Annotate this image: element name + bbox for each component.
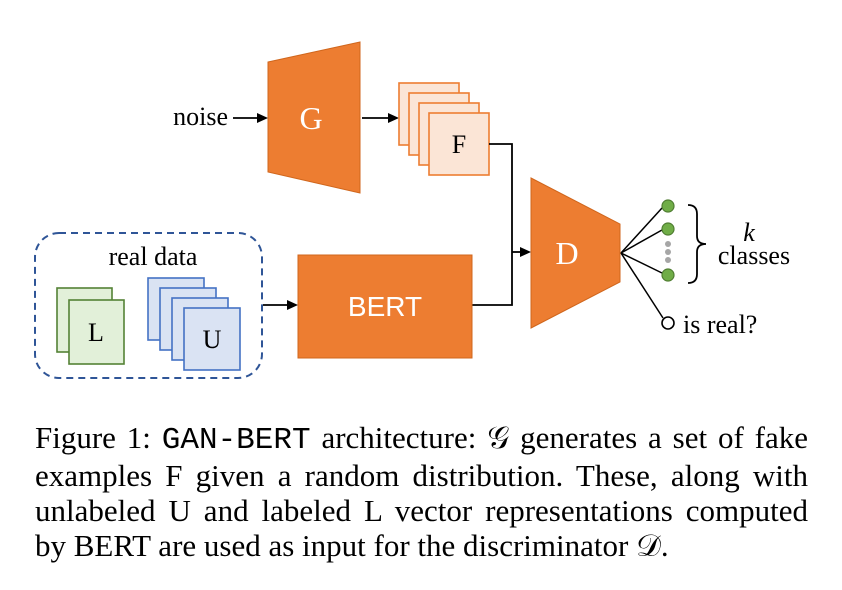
is-real-output-node <box>661 316 675 330</box>
caption-text: architecture: <box>310 420 488 455</box>
figure-caption: Figure 1: GAN-BERT architecture: 𝒢 gener… <box>35 420 808 564</box>
class-output-node <box>661 268 675 282</box>
classes-k-label: k <box>743 218 755 247</box>
output-connector <box>620 207 663 254</box>
caption-text: by BERT are used as input for the discri… <box>35 528 637 563</box>
generator-to-fake-arrowhead <box>388 113 399 123</box>
real-data-to-bert-arrowhead <box>287 300 298 310</box>
fake-and-bert-connector <box>472 143 513 306</box>
caption-line: unlabeled U and labeled L vector represe… <box>35 493 808 528</box>
output-connector <box>620 229 663 254</box>
real-data-box <box>34 232 263 379</box>
gan-bert-diagram: noise G F D k classes is real? real data… <box>34 41 790 379</box>
labeled-card <box>68 299 125 365</box>
generator-label: G <box>299 100 322 136</box>
to-discriminator-arrowhead <box>520 247 531 257</box>
output-connector <box>620 252 664 319</box>
caption-model-name: GAN-BERT <box>161 423 311 458</box>
caption-text: examples F given a random distribution. … <box>35 458 808 493</box>
classes-label: classes <box>718 241 790 270</box>
caption-line: by BERT are used as input for the discri… <box>35 528 808 564</box>
unlabeled-card <box>183 307 241 371</box>
ellipsis-dot <box>665 241 671 247</box>
labeled-label: L <box>88 318 104 347</box>
caption-text: generates a set of fake <box>509 420 808 455</box>
class-output-node <box>661 199 675 213</box>
unlabeled-stack: U <box>147 277 241 371</box>
discriminator-label: D <box>555 235 578 271</box>
caption-line: examples F given a random distribution. … <box>35 458 808 493</box>
caption-figure-number: Figure 1: <box>35 420 162 455</box>
caption-line: Figure 1: GAN-BERT architecture: 𝒢 gener… <box>35 420 808 458</box>
bert-label: BERT <box>348 291 422 322</box>
generator-shape <box>267 41 361 194</box>
is-real-label: is real? <box>683 310 757 339</box>
labeled-stack: L <box>56 287 125 365</box>
noise-label: noise <box>173 102 228 131</box>
class-output-node <box>661 222 675 236</box>
classes-brace <box>687 204 707 284</box>
fake-samples-label: F <box>452 130 466 159</box>
caption-discriminator-symbol: 𝒟 <box>636 528 661 564</box>
discriminator-shape <box>530 177 621 329</box>
bert-block <box>297 254 473 359</box>
ellipsis-dot <box>665 257 671 263</box>
noise-to-generator-arrowhead <box>257 113 268 123</box>
ellipsis-dot <box>665 249 671 255</box>
caption-text: unlabeled U and labeled L vector represe… <box>35 493 808 528</box>
real-data-label: real data <box>109 242 198 271</box>
caption-text: . <box>660 528 669 563</box>
fake-sample-card <box>428 112 490 176</box>
fake-samples-stack: F <box>398 82 490 176</box>
output-connector <box>620 252 663 274</box>
unlabeled-label: U <box>203 325 222 354</box>
caption-generator-symbol: 𝒢 <box>487 420 510 456</box>
